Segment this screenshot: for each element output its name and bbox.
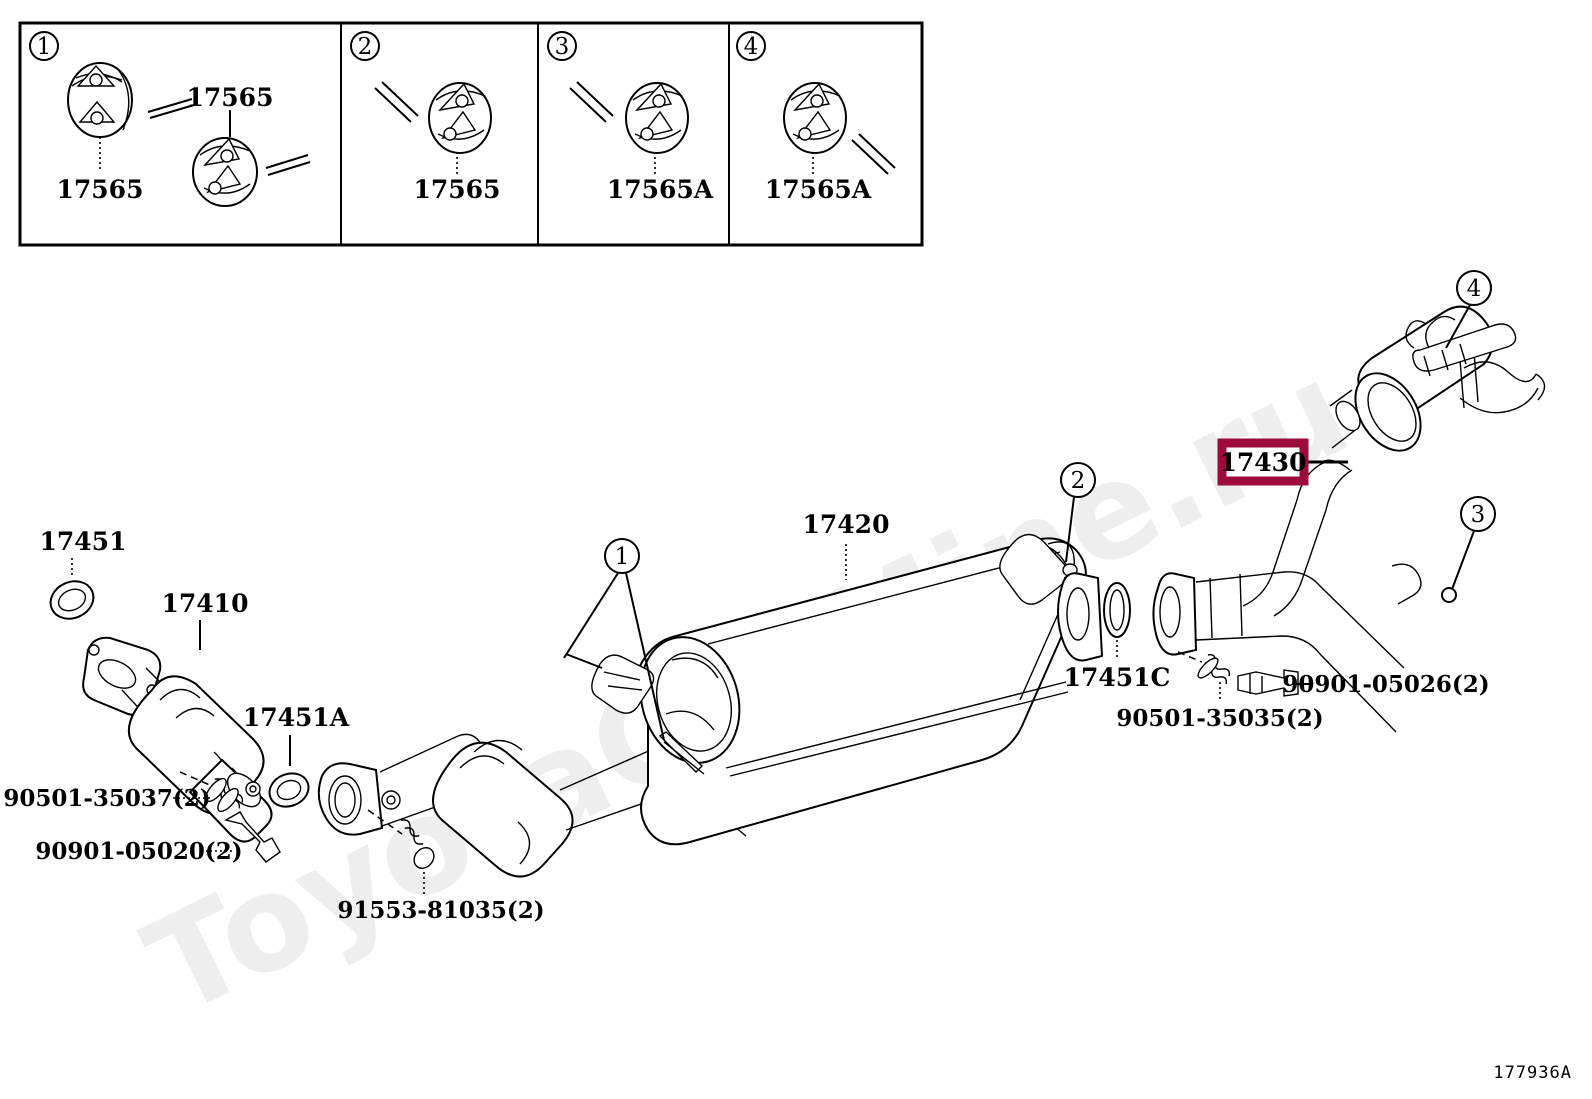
legend-part-3: 17565A — [607, 175, 714, 204]
callout-4: 4 — [1445, 270, 1492, 349]
gasket-17451A — [268, 772, 310, 808]
label-90501-35037: 90501-35037(2) — [3, 785, 210, 812]
bolt-91553-81035 — [400, 819, 435, 869]
gasket-17451 — [49, 580, 95, 620]
legend-callout-3: 3 — [555, 34, 570, 60]
callout-3: 3 — [1441, 496, 1496, 603]
legend-part-1b: 17565 — [187, 83, 274, 112]
label-90501-35035: 90501-35035(2) — [1116, 705, 1323, 732]
label-17451A: 17451A — [243, 703, 350, 732]
callout-1: 1 — [563, 538, 665, 741]
callout-number-4: 4 — [1467, 276, 1482, 302]
muffler-front-hanger — [565, 653, 655, 714]
center-muffler-17420: 17420 — [565, 510, 1104, 846]
legend-box-1: 1 17565 — [29, 31, 311, 207]
spring-90501-35037 — [205, 777, 244, 813]
rear-muffler-17430 — [1242, 305, 1546, 617]
hanger-icon-4 — [783, 82, 847, 154]
callout-number-2: 2 — [1071, 468, 1086, 494]
bolt-90901-05026 — [1237, 669, 1299, 697]
label-17420: 17420 — [803, 510, 890, 539]
callout-number-3: 3 — [1471, 502, 1486, 528]
label-90901-05026: 90901-05026(2) — [1282, 671, 1489, 698]
hanger-icon-2 — [428, 82, 492, 154]
spring-90501-35035 — [1197, 654, 1231, 685]
hanger-icon-1a — [67, 62, 133, 138]
label-17430: 17430 — [1220, 448, 1307, 477]
drawing-number: 177936A — [1493, 1063, 1572, 1083]
legend-part-4: 17565A — [765, 175, 872, 204]
legend-callout-4: 4 — [744, 34, 759, 60]
callout-number-1: 1 — [615, 544, 630, 570]
front-pipe-assembly: 17451 17410 — [3, 527, 349, 865]
callout-2: 2 — [1060, 462, 1096, 563]
legend-part-1a: 17565 — [57, 175, 144, 204]
label-17451: 17451 — [40, 527, 127, 556]
rear-muffler-bracket — [1405, 320, 1517, 377]
rear-center-pipe-assembly: 17451C 90501-35035(2) — [1064, 563, 1490, 733]
label-17410: 17410 — [162, 589, 249, 618]
legend-box-2: 2 17565 — [350, 31, 501, 204]
muffler-rear-hanger — [999, 533, 1078, 605]
highlighted-part-17430[interactable]: 17430 — [1217, 438, 1348, 486]
label-17451C: 17451C — [1064, 663, 1171, 692]
bolt-90901-05020 — [224, 811, 281, 863]
legend-part-2: 17565 — [414, 175, 501, 204]
gasket-17451C — [1103, 582, 1131, 638]
legend-callout-1: 1 — [37, 34, 52, 60]
label-90901-05020: 90901-05020(2) — [35, 838, 242, 865]
center-pipe-assembly: 91553-81035(2) — [317, 733, 747, 924]
legend-box-3: 3 17565A — [547, 31, 714, 204]
hanger-icon-1b — [192, 137, 258, 207]
muffler-lower-hanger — [658, 731, 705, 775]
legend-callout-2: 2 — [358, 34, 373, 60]
legend-box-4: 4 17565A — [736, 31, 896, 204]
label-91553-81035: 91553-81035(2) — [337, 897, 544, 924]
hanger-icon-3 — [625, 82, 689, 154]
